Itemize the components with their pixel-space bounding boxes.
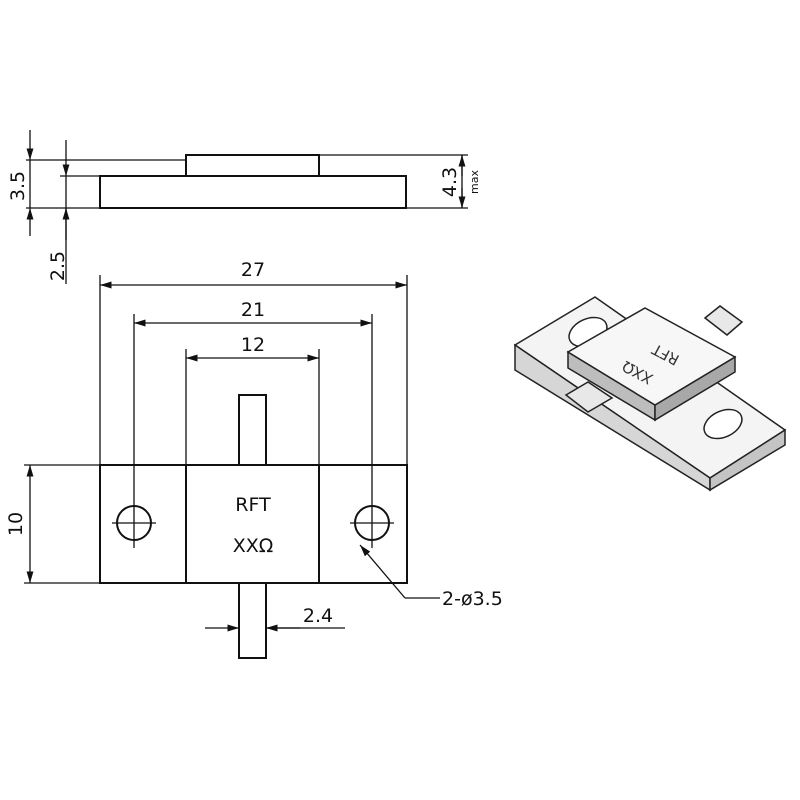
dim-total-height: 3.5 bbox=[7, 171, 29, 201]
dim-height: 10 bbox=[5, 512, 27, 536]
dim-body-width: 12 bbox=[241, 334, 265, 356]
body-marking-line1: RFT bbox=[235, 494, 271, 516]
top-tab bbox=[238, 394, 267, 466]
iso-front-tab bbox=[564, 381, 614, 413]
side-flange bbox=[99, 175, 407, 209]
isometric-view: RFT XXΩ bbox=[513, 296, 787, 492]
hole-callout: 2-ø3.5 bbox=[442, 588, 503, 610]
iso-back-tab bbox=[703, 305, 744, 336]
iso-body-top bbox=[566, 307, 737, 406]
bottom-tab bbox=[238, 582, 267, 659]
dim-hole-spacing: 21 bbox=[241, 299, 265, 321]
resistor-body bbox=[185, 464, 320, 584]
dim-max-suffix: max bbox=[468, 170, 481, 194]
side-view: 3.5 2.5 4.3 max bbox=[7, 130, 481, 284]
dim-tab-width: 2.4 bbox=[303, 605, 333, 627]
iso-flange-right bbox=[709, 428, 786, 492]
side-body bbox=[185, 154, 320, 177]
dim-overall-width: 27 bbox=[241, 259, 265, 281]
body-marking-line2: XXΩ bbox=[233, 535, 274, 557]
dim-max-height: 4.3 bbox=[439, 167, 461, 197]
dim-flange-thickness: 2.5 bbox=[47, 251, 69, 281]
iso-hole-right bbox=[703, 408, 743, 440]
top-view: RFT XXΩ 27 21 12 10 2.4 2-ø bbox=[5, 259, 503, 659]
